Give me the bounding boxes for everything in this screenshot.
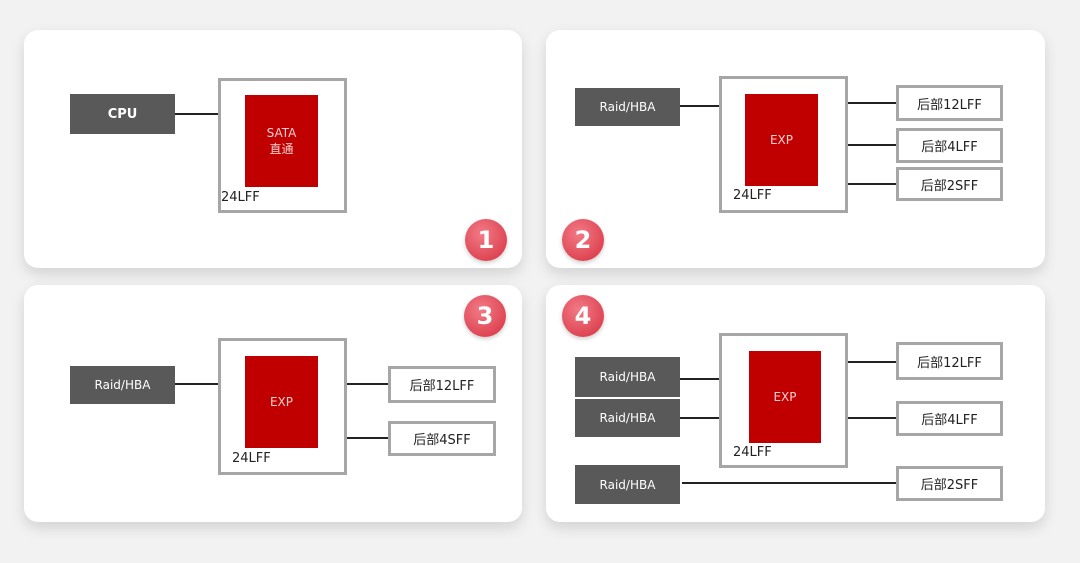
- connector: [848, 417, 896, 419]
- sata-chip: SATA 直通: [245, 95, 318, 187]
- connector: [848, 361, 896, 363]
- exp-chip: EXP: [245, 356, 318, 448]
- badge-2: 2: [562, 219, 604, 261]
- connector: [848, 183, 896, 185]
- connector: [680, 378, 719, 380]
- connector: [347, 437, 388, 439]
- raid-hba-box: Raid/HBA: [575, 399, 680, 437]
- connector: [680, 417, 719, 419]
- raid-hba-box: Raid/HBA: [575, 465, 680, 504]
- connector: [848, 102, 896, 104]
- connector: [175, 113, 218, 115]
- connector: [680, 105, 719, 107]
- enclosure-label: 24LFF: [232, 451, 271, 466]
- badge-3: 3: [464, 295, 506, 337]
- rear-bay-box: 后部12LFF: [896, 342, 1003, 380]
- chip-label-line1: SATA: [266, 126, 297, 140]
- enclosure-label: 24LFF: [733, 188, 772, 203]
- rear-bay-box: 后部2SFF: [896, 167, 1003, 201]
- rear-bay-box: 后部4LFF: [896, 401, 1003, 436]
- enclosure-label: 24LFF: [733, 445, 772, 460]
- connector: [347, 383, 388, 385]
- rear-bay-box: 后部2SFF: [896, 466, 1003, 501]
- cpu-box: CPU: [70, 94, 175, 134]
- connector: [682, 482, 896, 484]
- rear-bay-box: 后部4SFF: [388, 421, 496, 456]
- enclosure-label: 24LFF: [221, 190, 260, 205]
- exp-chip: EXP: [745, 94, 818, 186]
- chip-label-line2: 直通: [269, 142, 294, 156]
- raid-hba-box: Raid/HBA: [575, 88, 680, 126]
- connector: [175, 383, 218, 385]
- rear-bay-box: 后部12LFF: [388, 366, 496, 403]
- raid-hba-box: Raid/HBA: [575, 357, 680, 397]
- connector: [848, 144, 896, 146]
- raid-hba-box: Raid/HBA: [70, 366, 175, 404]
- exp-chip: EXP: [749, 351, 821, 443]
- rear-bay-box: 后部4LFF: [896, 128, 1003, 163]
- badge-1: 1: [465, 219, 507, 261]
- badge-4: 4: [562, 295, 604, 337]
- rear-bay-box: 后部12LFF: [896, 85, 1003, 121]
